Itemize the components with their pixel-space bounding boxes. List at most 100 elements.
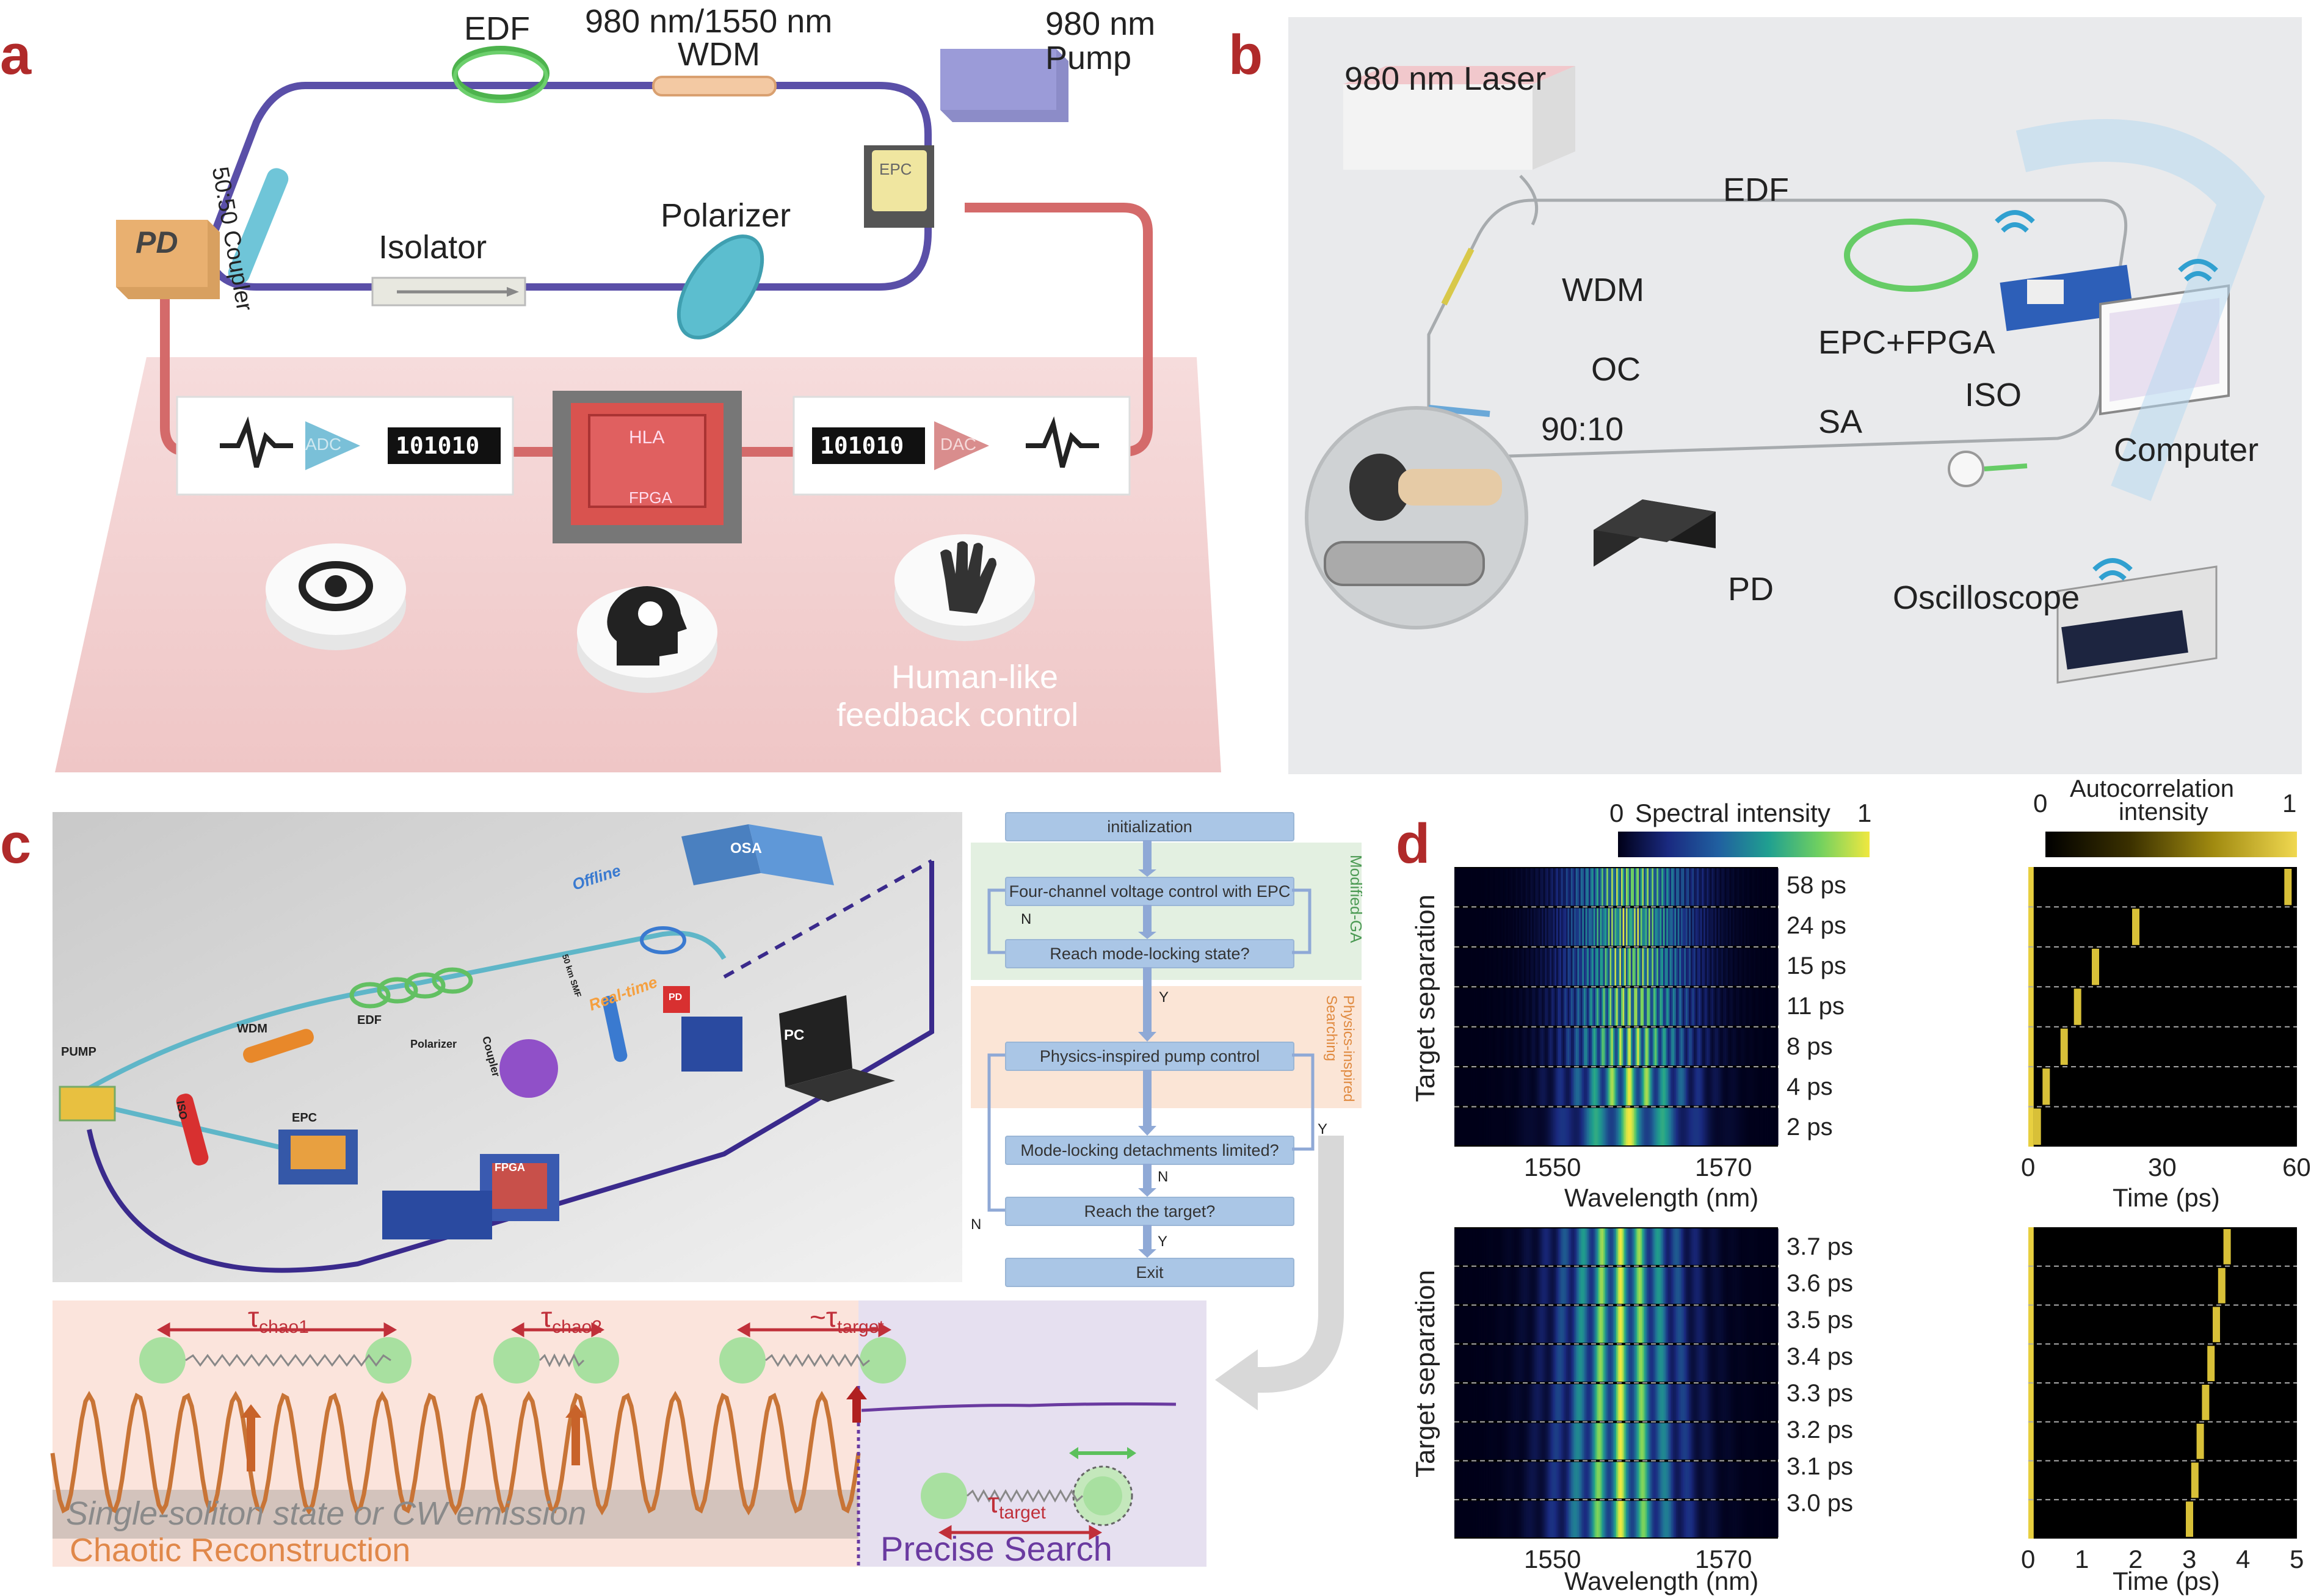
heatmap-cell: [1690, 988, 1693, 1026]
heatmap-cell: [1697, 1501, 1699, 1537]
heatmap-cell: [1747, 1462, 1749, 1499]
heatmap-cell: [1713, 1028, 1716, 1066]
heatmap-cell: [1666, 1384, 1669, 1421]
heatmap-cell: [1614, 908, 1617, 946]
heatmap-cell: [1600, 1501, 1602, 1537]
heatmap-cell: [1495, 988, 1497, 1026]
heatmap-cell: [1639, 988, 1641, 1026]
heatmap-cell: [1569, 948, 1572, 986]
heatmap-cell: [1722, 1228, 1725, 1265]
heatmap-cell: [1600, 1423, 1602, 1460]
heatmap-cell: [1763, 1108, 1766, 1145]
heatmap-cell: [1768, 948, 1771, 986]
heatmap-cell: [1538, 1384, 1541, 1421]
heatmap-cell: [1512, 1028, 1515, 1066]
heatmap-cell: [1523, 1462, 1526, 1499]
heatmap-cell: [1592, 1345, 1594, 1382]
heatmap-cell: [1744, 988, 1746, 1026]
wl-label-top: Wavelength (nm): [1564, 1183, 1759, 1212]
heatmap-cell: [1600, 1028, 1602, 1066]
heatmap-cell: [1768, 1108, 1771, 1145]
heatmap-cell: [1692, 1423, 1694, 1460]
heatmap-cell: [1587, 988, 1589, 1026]
heatmap-cell: [1727, 1108, 1730, 1145]
heatmap-cell: [1672, 1501, 1675, 1537]
heatmap-cell: [1574, 1501, 1576, 1537]
heatmap-cell: [1528, 1108, 1531, 1145]
heatmap-cell: [1644, 1462, 1646, 1499]
heatmap-cell: [1629, 868, 1631, 906]
tick-t-30-top: 30: [2148, 1153, 2177, 1181]
heatmap-cell: [1592, 1028, 1594, 1066]
heatmap-cell: [1548, 988, 1550, 1026]
heatmap-cell: [1747, 1068, 1749, 1106]
heatmap-cell: [1574, 1228, 1576, 1265]
b-pd-label: PD: [1728, 571, 1774, 608]
heatmap-cell: [1472, 908, 1475, 946]
heatmap-cell: [1597, 1345, 1599, 1382]
heatmap-cell: [1758, 1108, 1761, 1145]
heatmap-cell: [1595, 1068, 1597, 1106]
heatmap-cell: [1771, 988, 1774, 1026]
heatmap-cell: [1732, 868, 1735, 906]
heatmap-cell: [1512, 908, 1515, 946]
heatmap-cell: [1769, 1068, 1772, 1106]
heatmap-cell: [1532, 1384, 1534, 1421]
heatmap-cell: [1614, 1501, 1617, 1537]
heatmap-cell: [1565, 1501, 1569, 1537]
heatmap-cell: [1664, 868, 1667, 906]
heatmap-cell: [1582, 1108, 1584, 1145]
heatmap-cell: [1464, 1462, 1467, 1499]
heatmap-cell: [1600, 1384, 1602, 1421]
heatmap-cell: [1666, 908, 1669, 946]
heatmap-cell: [1644, 948, 1646, 986]
heatmap-cell: [1569, 1501, 1572, 1537]
heatmap-cell: [1555, 1267, 1557, 1304]
heatmap-cell: [1684, 1068, 1686, 1106]
heatmap-cell: [1522, 1068, 1525, 1106]
heatmap-cell: [1773, 1423, 1776, 1460]
heatmap-cell: [1622, 868, 1625, 906]
heatmap-cell: [1548, 1267, 1550, 1304]
heatmap-cell: [1671, 1384, 1674, 1421]
heatmap-cell: [1611, 1345, 1614, 1382]
heatmap-cell: [1459, 1306, 1462, 1343]
heatmap-cell: [1500, 1501, 1502, 1537]
heatmap-cell: [1564, 1267, 1567, 1304]
d-ylabel-bottom: Target separation: [1410, 1270, 1440, 1478]
heatmap-cell: [1567, 1068, 1570, 1106]
heatmap-cell: [1519, 1267, 1522, 1304]
heatmap-cell: [1700, 1108, 1703, 1145]
heatmap-cell: [1630, 868, 1633, 906]
heatmap-cell: [1732, 1306, 1735, 1343]
panel-c: c: [0, 788, 1368, 1592]
heatmap-cell: [1653, 1228, 1656, 1265]
heatmap-cell: [1598, 1306, 1601, 1343]
heatmap-cell: [1679, 1423, 1682, 1460]
heatmap-cell: [1744, 1267, 1746, 1304]
heatmap-cell: [1667, 1462, 1671, 1499]
heatmap-cell: [1630, 1108, 1633, 1145]
heatmap-cell: [1602, 908, 1604, 946]
heatmap-cell: [1496, 1501, 1499, 1537]
heatmap-cell: [1742, 1228, 1744, 1265]
heatmap-cell: [1731, 1345, 1733, 1382]
heatmap-cell: [1603, 1306, 1606, 1343]
heatmap-cell: [1454, 988, 1457, 1026]
heatmap-cell: [1703, 1267, 1706, 1304]
heatmap-cell: [1663, 1384, 1666, 1421]
heatmap-cell: [1731, 1423, 1733, 1460]
heatmap-cell: [1722, 868, 1725, 906]
heatmap-cell: [1457, 868, 1460, 906]
heatmap-cell: [1550, 1108, 1552, 1145]
heatmap-cell: [1533, 1108, 1536, 1145]
heatmap-cell: [1572, 1345, 1575, 1382]
heatmap-cell: [1483, 1267, 1486, 1304]
heatmap-cell: [1580, 1108, 1583, 1145]
heatmap-cell: [1622, 1423, 1625, 1460]
single-soliton-label: Single-soliton state or CW emission: [66, 1495, 587, 1532]
heatmap-cell: [1669, 1068, 1672, 1106]
heatmap-cell: [1460, 1423, 1463, 1460]
heatmap-cell: [1611, 1028, 1614, 1066]
heatmap-cell: [1535, 948, 1537, 986]
